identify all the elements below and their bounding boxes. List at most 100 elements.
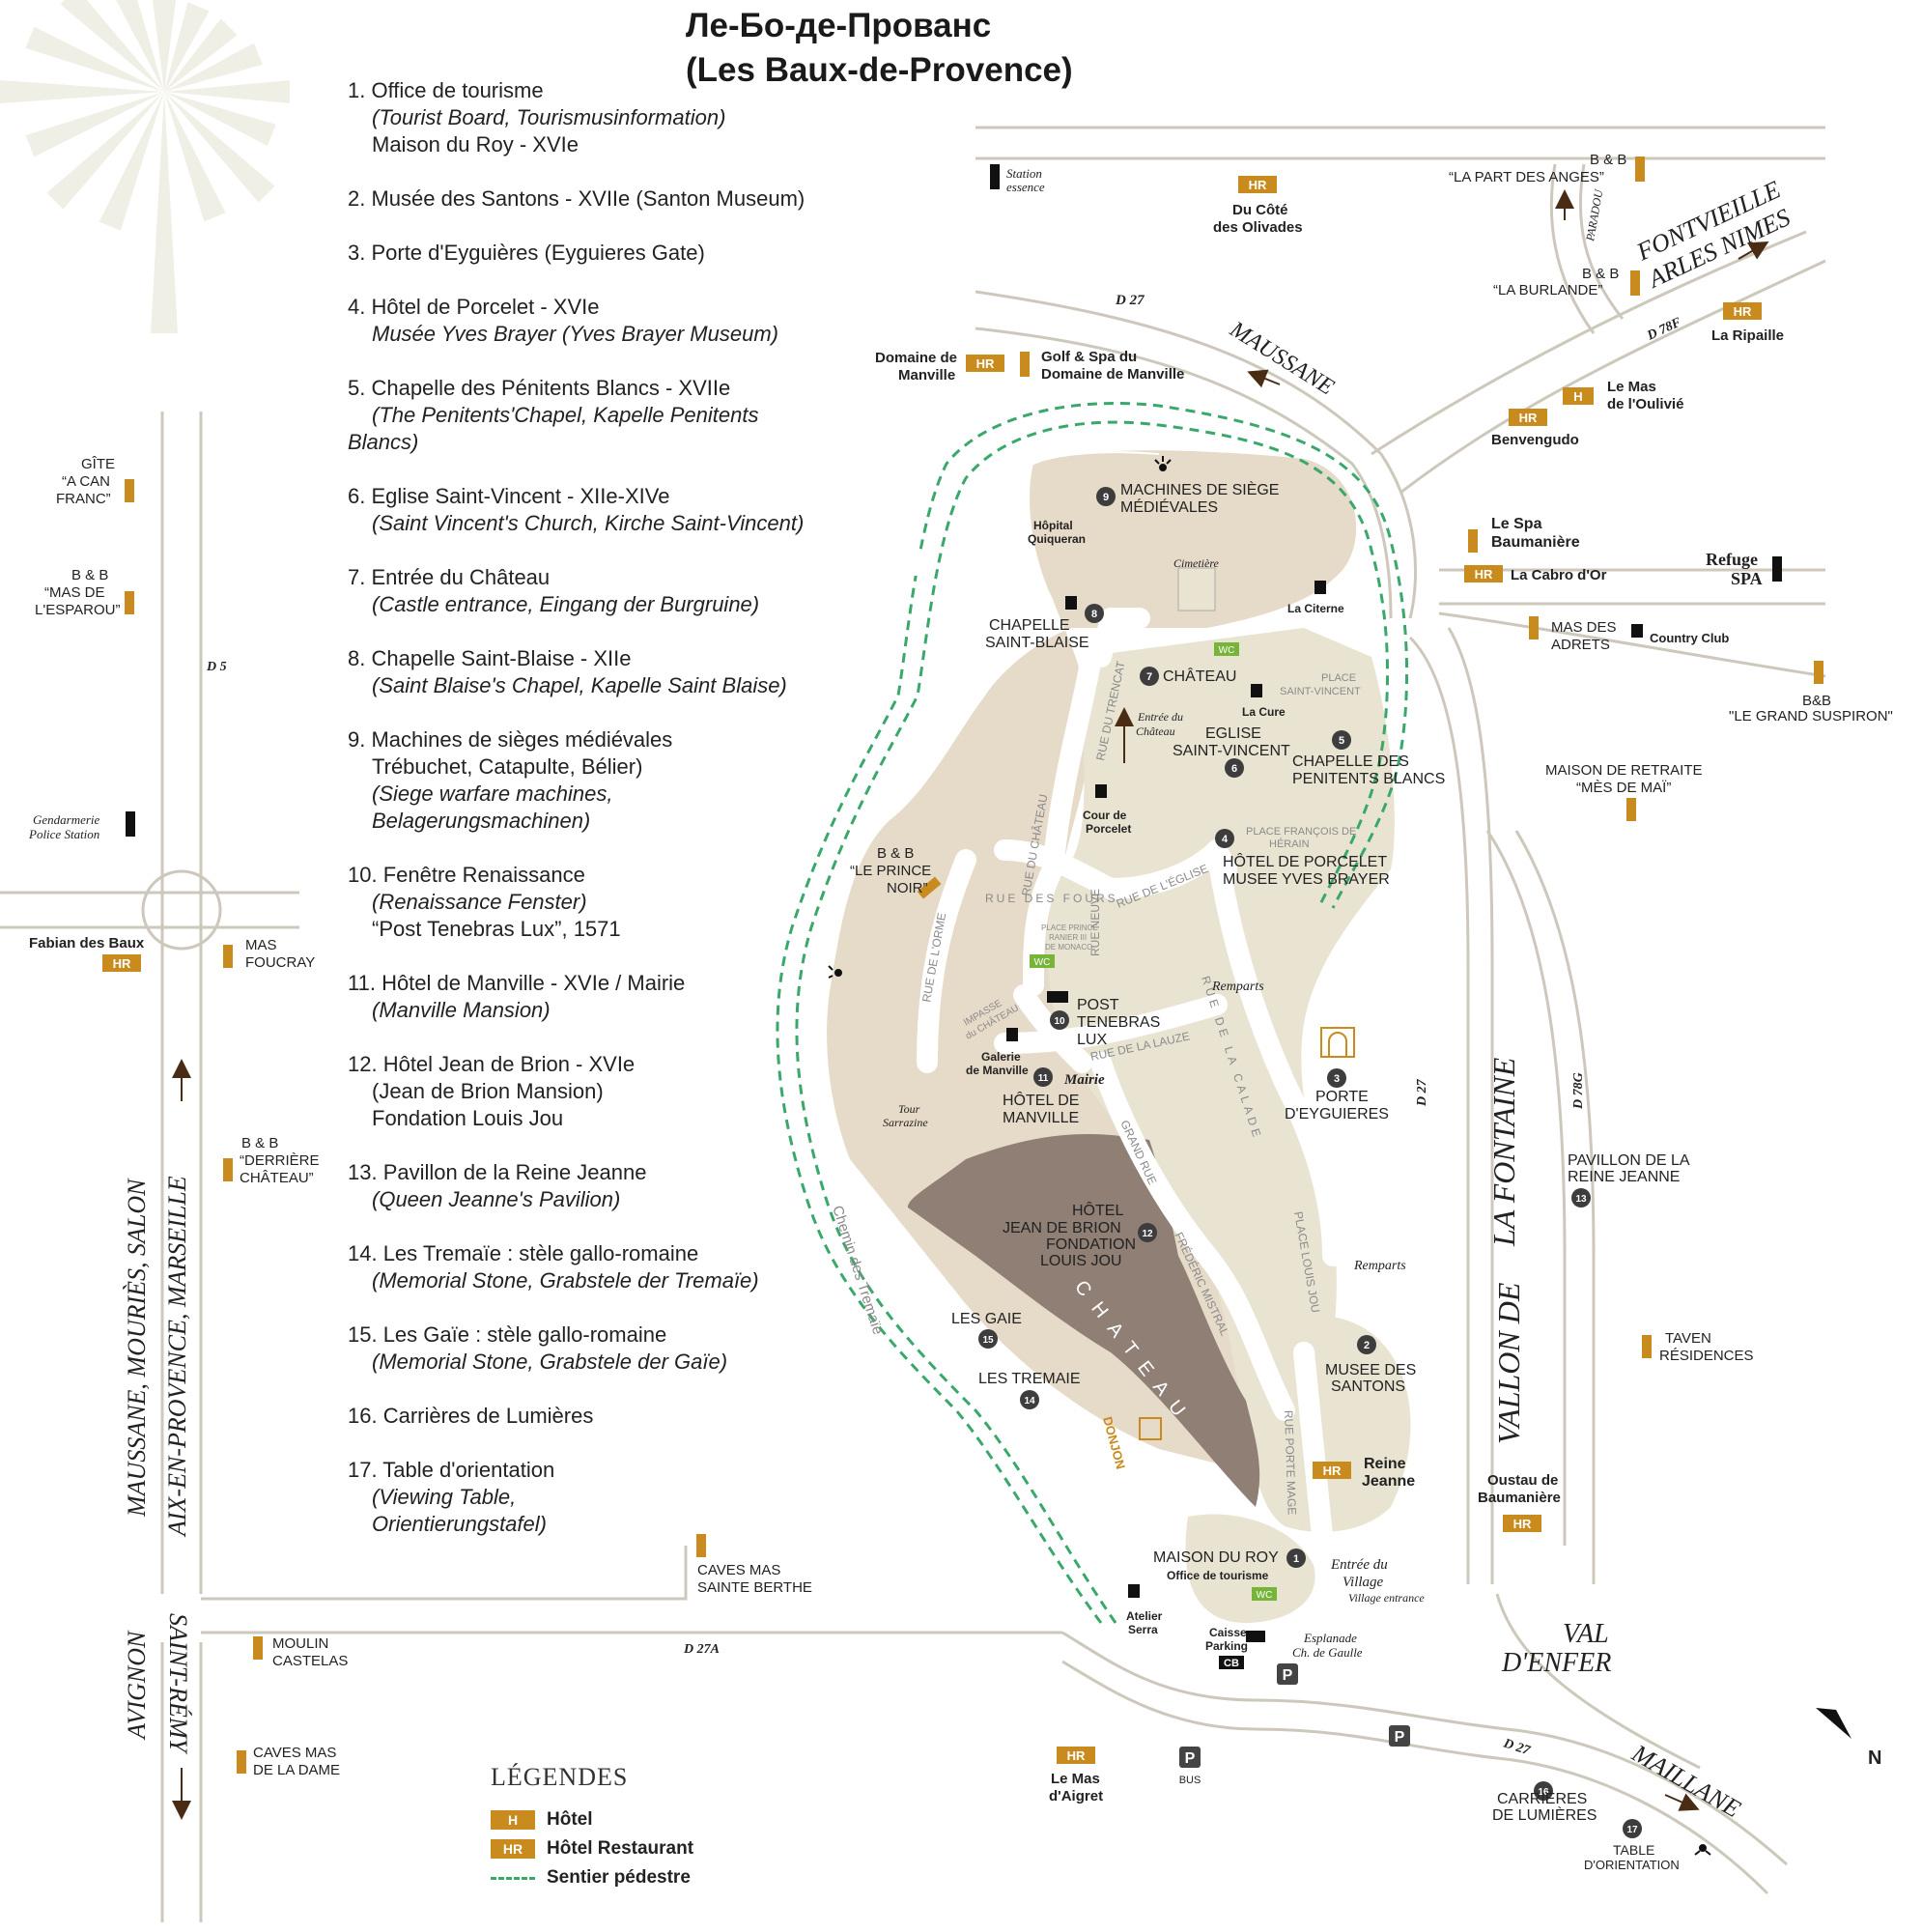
poi-list-line: (Memorial Stone, Grabstele der Tremaïe) [372,1268,759,1293]
entree-village-3: Village entrance [1348,1591,1425,1605]
mas-aigret-2: d'Aigret [1049,1788,1103,1804]
prince-noir-1: B & B [877,845,914,862]
svg-text:HR: HR [1519,411,1538,425]
poi-list-item: 5. Chapelle des Pénitents Blancs - XVIIe… [348,375,889,456]
street-rue-porte-mage: RUE PORTE MAGE [1282,1410,1299,1516]
poi-list-line: Belagerungsmachinen) [372,809,591,833]
road-d27a: D 27A [683,1642,720,1657]
derriere-2: “DERRIÈRE [240,1152,320,1169]
parking-icon: P [1389,1725,1410,1747]
road-d27-east: D 27 [1415,1078,1429,1107]
esplanade-1: Esplanade [1303,1631,1357,1645]
poi-7: CHÂTEAU [1163,667,1236,685]
hr-badge-ripaille: HR [1723,302,1762,320]
poi-circle-17: 17 [1623,1819,1642,1838]
svg-text:2: 2 [1364,1340,1370,1351]
svg-text:4: 4 [1222,834,1229,845]
reine-2: Jeanne [1362,1473,1415,1490]
remparts-label-1: Remparts [1211,980,1264,994]
svg-text:CB: CB [1224,1658,1239,1669]
gendarmerie-2: Police Station [28,827,99,841]
svg-text:H: H [1573,389,1582,404]
galerie-2: de Manville [966,1064,1029,1077]
suspiron-1: B&B [1802,693,1831,709]
svg-text:WC: WC [1257,1590,1273,1601]
svg-text:10: 10 [1054,1016,1065,1027]
village-area [827,450,1411,1623]
caves-dame-2: DE LA DAME [253,1762,340,1778]
tour-label-1: Tour [898,1102,920,1116]
cabro: La Cabro d'Or [1511,567,1607,583]
svg-text:1: 1 [1293,1553,1299,1565]
poi-14: LES TREMAIE [978,1371,1081,1387]
atelier-2: Serra [1128,1623,1158,1636]
svg-text:HR: HR [1513,1517,1532,1531]
road-d27-top: D 27 [1115,293,1145,308]
hotel-badge-icon: H [491,1810,535,1830]
road-val-enfer-1: VAL [1563,1619,1609,1649]
entree-chateau-1: Entrée du [1137,710,1183,724]
svg-text:5: 5 [1339,735,1344,747]
svg-text:7: 7 [1146,671,1152,683]
poi-5-line-1: CHAPELLE DES [1292,753,1409,770]
poi-list-line: 14. Les Tremaïe : stèle gallo-romaine [348,1241,699,1265]
poi-12-line-1: HÔTEL [1072,1201,1123,1219]
roads [0,126,1826,1922]
poi-16-line-1: CARRIÈRES [1497,1789,1587,1807]
svg-text:HR: HR [1475,567,1493,582]
poi-circle-16: 16 [1534,1781,1553,1801]
remparts-label-2: Remparts [1353,1259,1406,1273]
poi-list-item: 2. Musée des Santons - XVIIe (Santon Mus… [348,185,889,213]
place-prince-3: DE MONACO [1045,943,1092,952]
galerie-1: Galerie [981,1050,1021,1064]
poi-circle-13: 13 [1571,1188,1591,1208]
road-label-west-4: SAINT-RÉMY [164,1613,192,1754]
svg-text:P: P [1283,1667,1293,1684]
poi-15: LES GAIE [951,1311,1022,1327]
poi-list-line: 11. Hôtel de Manville - XVIe / Mairie [348,971,686,995]
poi-list-line: 3. Porte d'Eyguières (Eyguieres Gate) [348,241,705,265]
poi-list-line: 6. Eglise Saint-Vincent - XIIe-XIVe [348,484,670,508]
poi-8-line-1: CHAPELLE [989,617,1070,634]
poi-list-line: 9. Machines de sièges médiévales [348,727,673,752]
poi-list-line: 4. Hôtel de Porcelet - XVIe [348,295,600,319]
legend-title: LÉGENDES [491,1763,629,1791]
poi-circle-12: 12 [1138,1223,1157,1242]
poi-list-line: Blancs) [348,430,419,454]
poi-circle-8: 8 [1085,604,1104,623]
poi-8-line-2: SAINT-BLAISE [985,635,1089,651]
caves-dame-1: CAVES MAS [253,1745,336,1761]
cimetiere-label: Cimetière [1173,556,1220,570]
road-label-west-2: AIX-EN-PROVENCE, MARSEILLE [163,1176,191,1538]
caisse-2: Parking [1205,1639,1248,1653]
poi-list-line: Musée Yves Brayer (Yves Brayer Museum) [372,322,778,346]
svg-text:WC: WC [1034,957,1051,968]
legend-row-hr: HR Hôtel Restaurant [491,1834,877,1863]
poi-list-line: 17. Table d'orientation [348,1458,555,1482]
poi-list-line: (Siege warfare machines, [372,781,613,806]
esparou-3: L'ESPAROU” [35,602,120,618]
poi-circle-3: 3 [1327,1068,1346,1088]
poi-list-line: 16. Carrières de Lumières [348,1404,594,1428]
poi-list-line: (Saint Vincent's Church, Kirche Saint-Vi… [372,511,805,535]
du-cote-2: des Olivades [1213,219,1303,236]
caves-berthe-2: SAINTE BERTHE [697,1579,812,1596]
taven-1: TAVEN [1665,1330,1711,1347]
place-prince-1: PLACE PRINCE [1041,923,1098,932]
entree-chateau-2: Château [1136,724,1175,738]
hr-badge-du-cote: HR [1238,176,1277,193]
refuge-1: Refuge [1706,550,1758,569]
derriere-3: CHÂTEAU” [240,1170,314,1186]
svg-text:3: 3 [1334,1073,1340,1085]
svg-text:17: 17 [1626,1825,1638,1835]
svg-text:14: 14 [1024,1396,1035,1406]
svg-text:11: 11 [1038,1073,1049,1084]
poi-list-line: Fondation Louis Jou [372,1106,564,1130]
poi-list-line: 1. Office de tourisme [348,78,544,102]
poi-12-line-4: LOUIS JOU [1040,1253,1121,1269]
compass-icon [1816,1708,1851,1739]
road-d27-south: D 27 [1501,1736,1533,1758]
place-saint-vincent-1: PLACE [1321,672,1356,684]
